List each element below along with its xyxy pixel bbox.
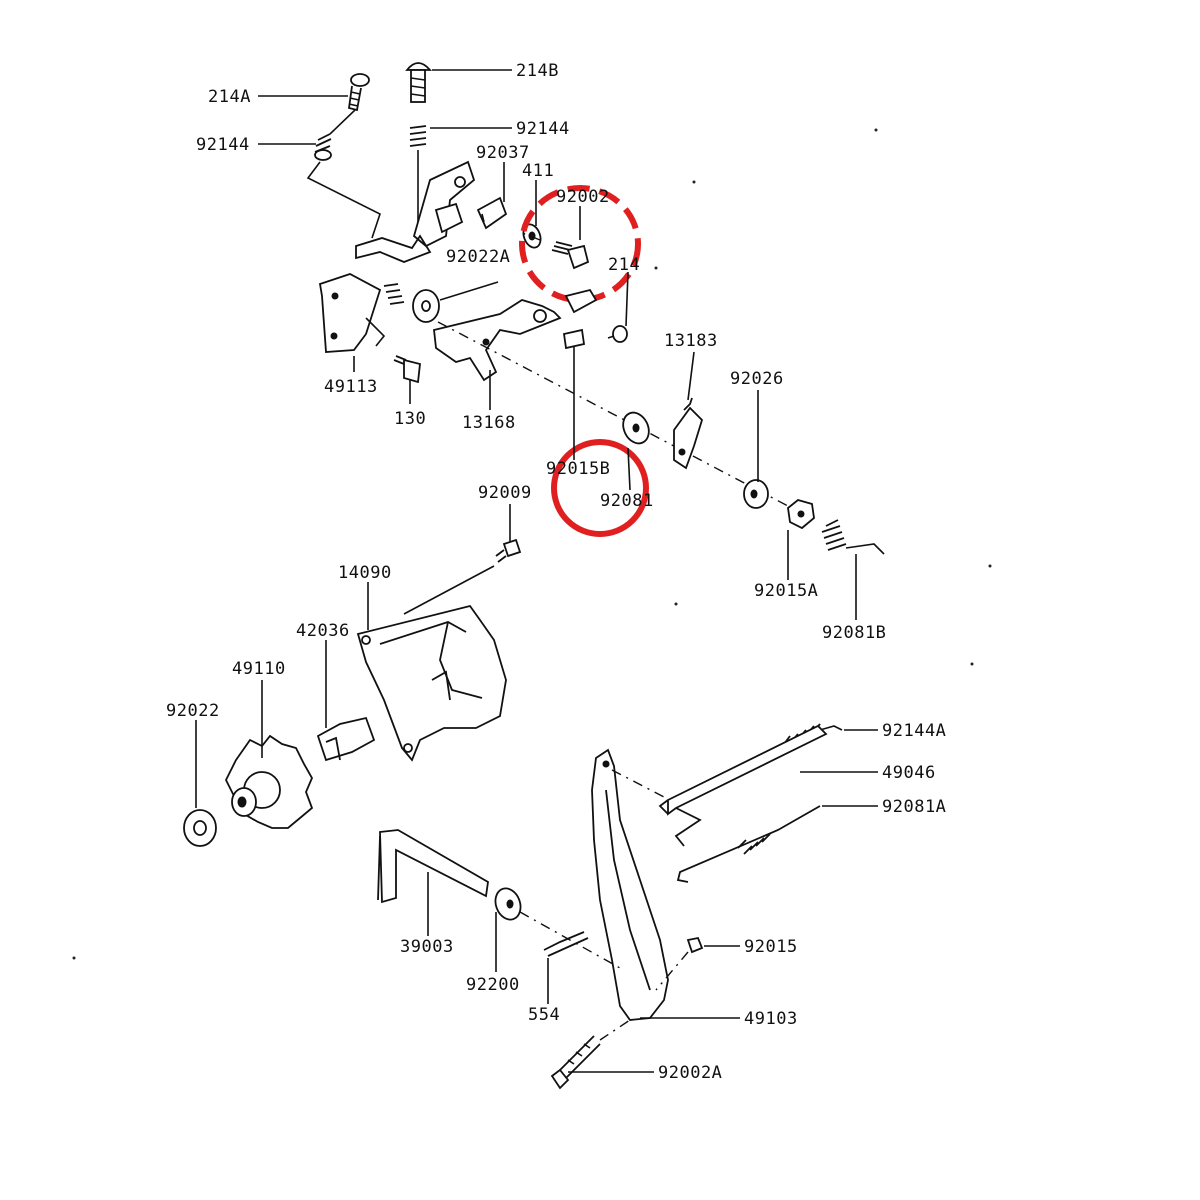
- spring-small: [383, 283, 405, 305]
- washer-92200: [494, 887, 522, 921]
- label-92200: 92200: [466, 975, 520, 995]
- rod-49046: [658, 724, 828, 847]
- label-92002: 92002: [556, 187, 610, 207]
- label-92037: 92037: [476, 143, 530, 163]
- label-92081: 92081: [600, 491, 654, 511]
- label-92022: 92022: [166, 701, 220, 721]
- screw-214: [607, 325, 628, 343]
- label-92081A: 92081A: [882, 797, 946, 817]
- label-92081B: 92081B: [822, 623, 886, 643]
- label-42036: 42036: [296, 621, 350, 641]
- label-92015: 92015: [744, 937, 798, 957]
- leader-line: [365, 317, 386, 347]
- label-214A: 214A: [208, 87, 251, 107]
- spring-92081B: [821, 519, 885, 555]
- screw-92002: [551, 241, 590, 270]
- label-49113: 49113: [324, 377, 378, 397]
- label-214B: 214B: [516, 61, 559, 81]
- bracket-49113: [318, 273, 382, 353]
- label-92026: 92026: [730, 369, 784, 389]
- screw-92009: [495, 538, 522, 563]
- shaft-42036: [316, 716, 376, 762]
- label-92144-left: 92144: [196, 135, 250, 155]
- collar-92026: [743, 479, 769, 509]
- arm-plate: [355, 234, 432, 263]
- lever-13168: [433, 288, 598, 382]
- cover-14090: [356, 604, 507, 762]
- label-92002A: 92002A: [658, 1063, 722, 1083]
- label-92009: 92009: [478, 483, 532, 503]
- pin-554: [543, 931, 589, 957]
- leader-line: [403, 565, 495, 615]
- axis-line: [519, 231, 541, 241]
- label-92015B: 92015B: [546, 459, 610, 479]
- label-411: 411: [522, 161, 554, 181]
- label-92022A: 92022A: [446, 247, 510, 267]
- highlight-solid-circle: [551, 439, 649, 537]
- label-13168: 13168: [462, 413, 516, 433]
- label-130: 130: [394, 409, 426, 429]
- washer-92081: [622, 411, 650, 445]
- label-13183: 13183: [664, 331, 718, 351]
- label-92015A: 92015A: [754, 581, 818, 601]
- nut-92015: [686, 936, 704, 954]
- label-92144-right: 92144: [516, 119, 570, 139]
- gear-49110: [224, 734, 314, 829]
- axis-line: [611, 769, 667, 799]
- scan-specks: [72, 128, 992, 960]
- axis-line: [437, 321, 789, 507]
- nut-92015A: [787, 499, 815, 530]
- label-92144A: 92144A: [882, 721, 946, 741]
- label-554: 554: [528, 1005, 560, 1025]
- label-49103: 49103: [744, 1009, 798, 1029]
- highlight-dashed-circle: [519, 185, 641, 303]
- screw-92002A: [550, 1035, 601, 1090]
- axis-line: [655, 951, 689, 991]
- washer-92022: [183, 809, 217, 847]
- spring-92144-left: [314, 133, 332, 161]
- screw-214B: [405, 62, 432, 103]
- label-39003: 39003: [400, 937, 454, 957]
- label-14090: 14090: [338, 563, 392, 583]
- clip-13183: [673, 397, 704, 470]
- bracket-92037: [412, 160, 508, 248]
- screw-214A: [347, 73, 370, 112]
- bolt-130: [393, 355, 421, 384]
- axis-line: [519, 911, 621, 969]
- label-49110: 49110: [232, 659, 286, 679]
- label-214: 214: [608, 255, 640, 275]
- crank-39003: [377, 829, 489, 904]
- leader-lines: [195, 69, 878, 1073]
- pin-92015B: [562, 328, 586, 350]
- leader-line: [306, 109, 381, 239]
- lever-49103: [591, 748, 669, 1021]
- spring-92144-center: [409, 125, 427, 232]
- axis-line: [599, 1019, 631, 1041]
- spring-92081A: [676, 805, 821, 883]
- washer-92022A: [412, 289, 440, 323]
- label-49046: 49046: [882, 763, 936, 783]
